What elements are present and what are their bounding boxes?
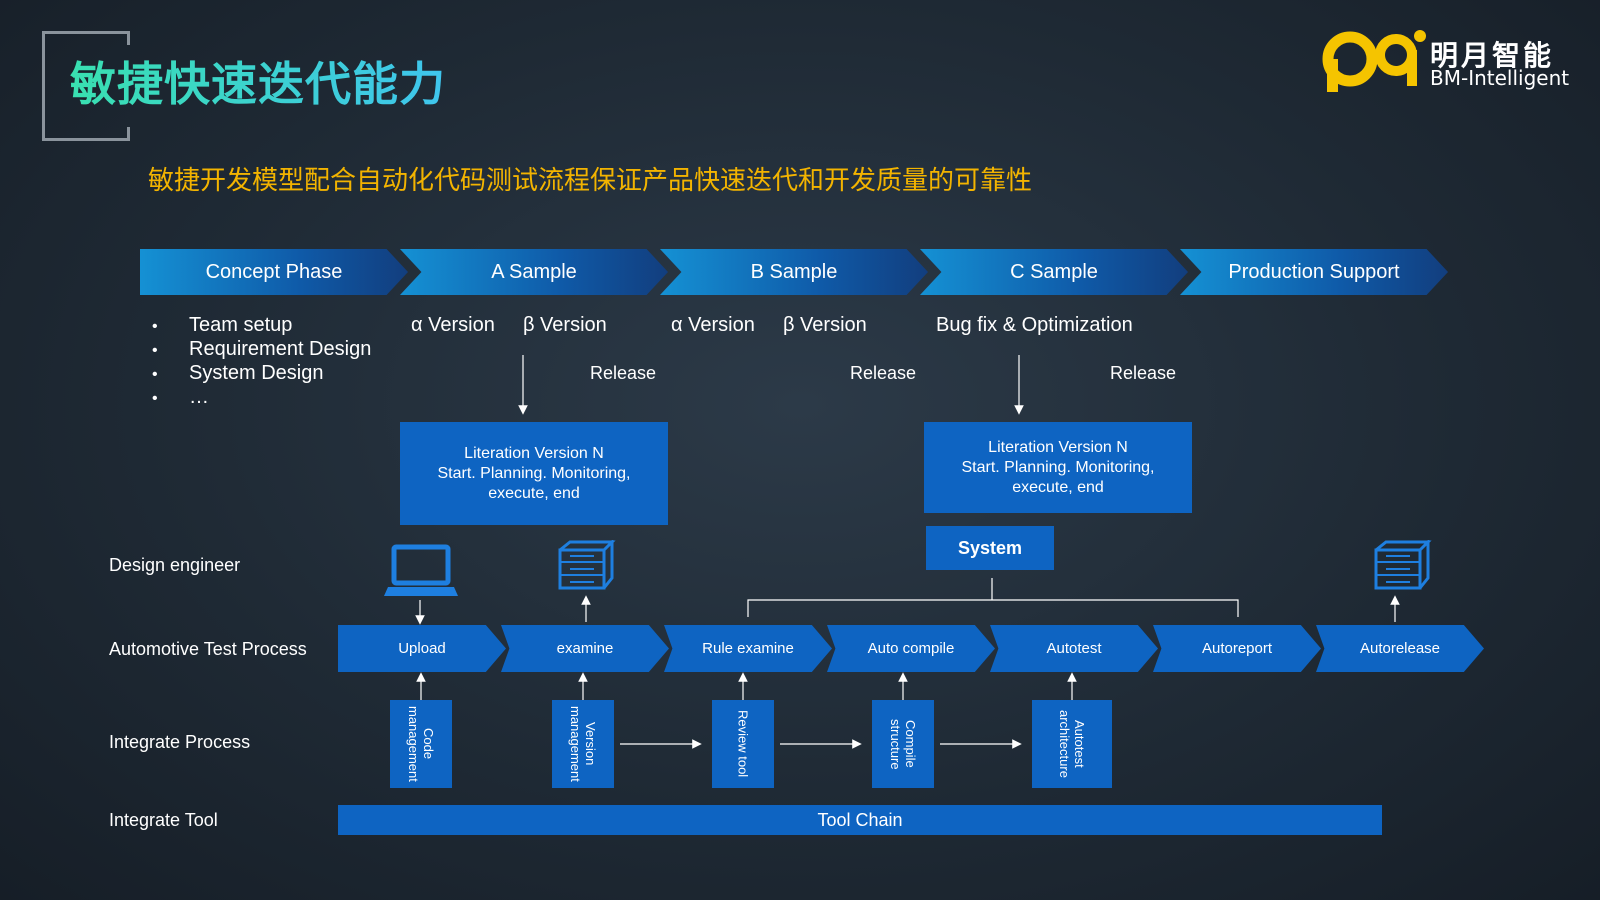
bullet-dot: •: [152, 318, 158, 335]
tool-label: Compile structure: [888, 718, 918, 770]
tool-label: Version management: [568, 706, 598, 782]
bullet-dot: •: [152, 390, 158, 407]
system-box: System: [926, 526, 1054, 570]
release-label-a: Release: [590, 363, 657, 383]
server-icon: [1374, 540, 1432, 590]
phase-c-sample: C Sample: [920, 249, 1188, 295]
a-alpha-version: α Version: [411, 314, 495, 336]
bullet-dot: •: [152, 366, 158, 383]
concept-item: System Design: [189, 362, 324, 384]
release-label-b: Release: [850, 363, 917, 383]
page-subtitle: 敏捷开发模型配合自动化代码测试流程保证产品快速迭代和开发质量的可靠性: [148, 166, 1033, 196]
toolchain-bar: Tool Chain: [338, 805, 1382, 835]
release-label-c: Release: [1110, 363, 1177, 383]
integrate-tool-review-tool: Review tool: [712, 700, 774, 788]
iteration-box-c: Literation Version N Start. Planning. Mo…: [924, 422, 1192, 513]
row-label-design: Design engineer: [109, 555, 241, 575]
test-step-autorelease: Autorelease: [1316, 625, 1484, 672]
iteration-line: Literation Version N: [988, 438, 1128, 456]
row-label-test: Automotive Test Process: [109, 639, 307, 659]
iteration-line: execute, end: [1012, 478, 1104, 496]
phase-a-sample: A Sample: [400, 249, 668, 295]
iteration-box-a: Literation Version N Start. Planning. Mo…: [400, 422, 668, 525]
integrate-tool-autotest-architecture: Autotest architecture: [1032, 700, 1112, 788]
integrate-tool-version-management: Version management: [552, 700, 614, 788]
integrate-tool-code-management: Code management: [390, 700, 452, 788]
row-label-integrate: Integrate Process: [109, 732, 251, 752]
c-bugfix-text: Bug fix & Optimization: [936, 314, 1133, 336]
phase-b-sample: B Sample: [660, 249, 928, 295]
test-step-upload: Upload: [338, 625, 506, 672]
phase-production-support: Production Support: [1180, 249, 1448, 295]
iteration-line: execute, end: [488, 484, 580, 502]
company-logo-icon: [1322, 30, 1426, 92]
iteration-line: Start. Planning. Monitoring,: [437, 464, 631, 482]
logo-text-en: BM-Intelligent: [1430, 66, 1570, 90]
a-beta-version: β Version: [523, 314, 607, 336]
test-step-rule-examine: Rule examine: [664, 625, 832, 672]
row-label-tool: Integrate Tool: [109, 810, 218, 830]
b-alpha-version: α Version: [671, 314, 755, 336]
concept-item: …: [189, 386, 209, 408]
logo-text-cn: 明月智能: [1430, 39, 1555, 72]
test-step-autotest: Autotest: [990, 625, 1158, 672]
laptop-icon: [384, 544, 458, 596]
server-icon: [558, 540, 616, 590]
tool-label: Autotest architecture: [1057, 710, 1087, 778]
test-step-auto-compile: Auto compile: [827, 625, 995, 672]
bullet-dot: •: [152, 342, 158, 359]
iteration-line: Start. Planning. Monitoring,: [961, 458, 1155, 476]
title-frame: [42, 31, 130, 141]
concept-item: Team setup: [189, 314, 293, 336]
integrate-tool-compile-structure: Compile structure: [872, 700, 934, 788]
page-title: 敏捷快速迭代能力: [70, 48, 446, 114]
concept-item: Requirement Design: [189, 338, 372, 360]
b-beta-version: β Version: [783, 314, 867, 336]
tool-label: Code management: [406, 706, 436, 782]
phase-concept: Concept Phase: [140, 249, 408, 295]
tool-label: Review tool: [735, 710, 751, 778]
iteration-line: Literation Version N: [464, 444, 604, 462]
test-step-examine: examine: [501, 625, 669, 672]
test-step-autoreport: Autoreport: [1153, 625, 1321, 672]
